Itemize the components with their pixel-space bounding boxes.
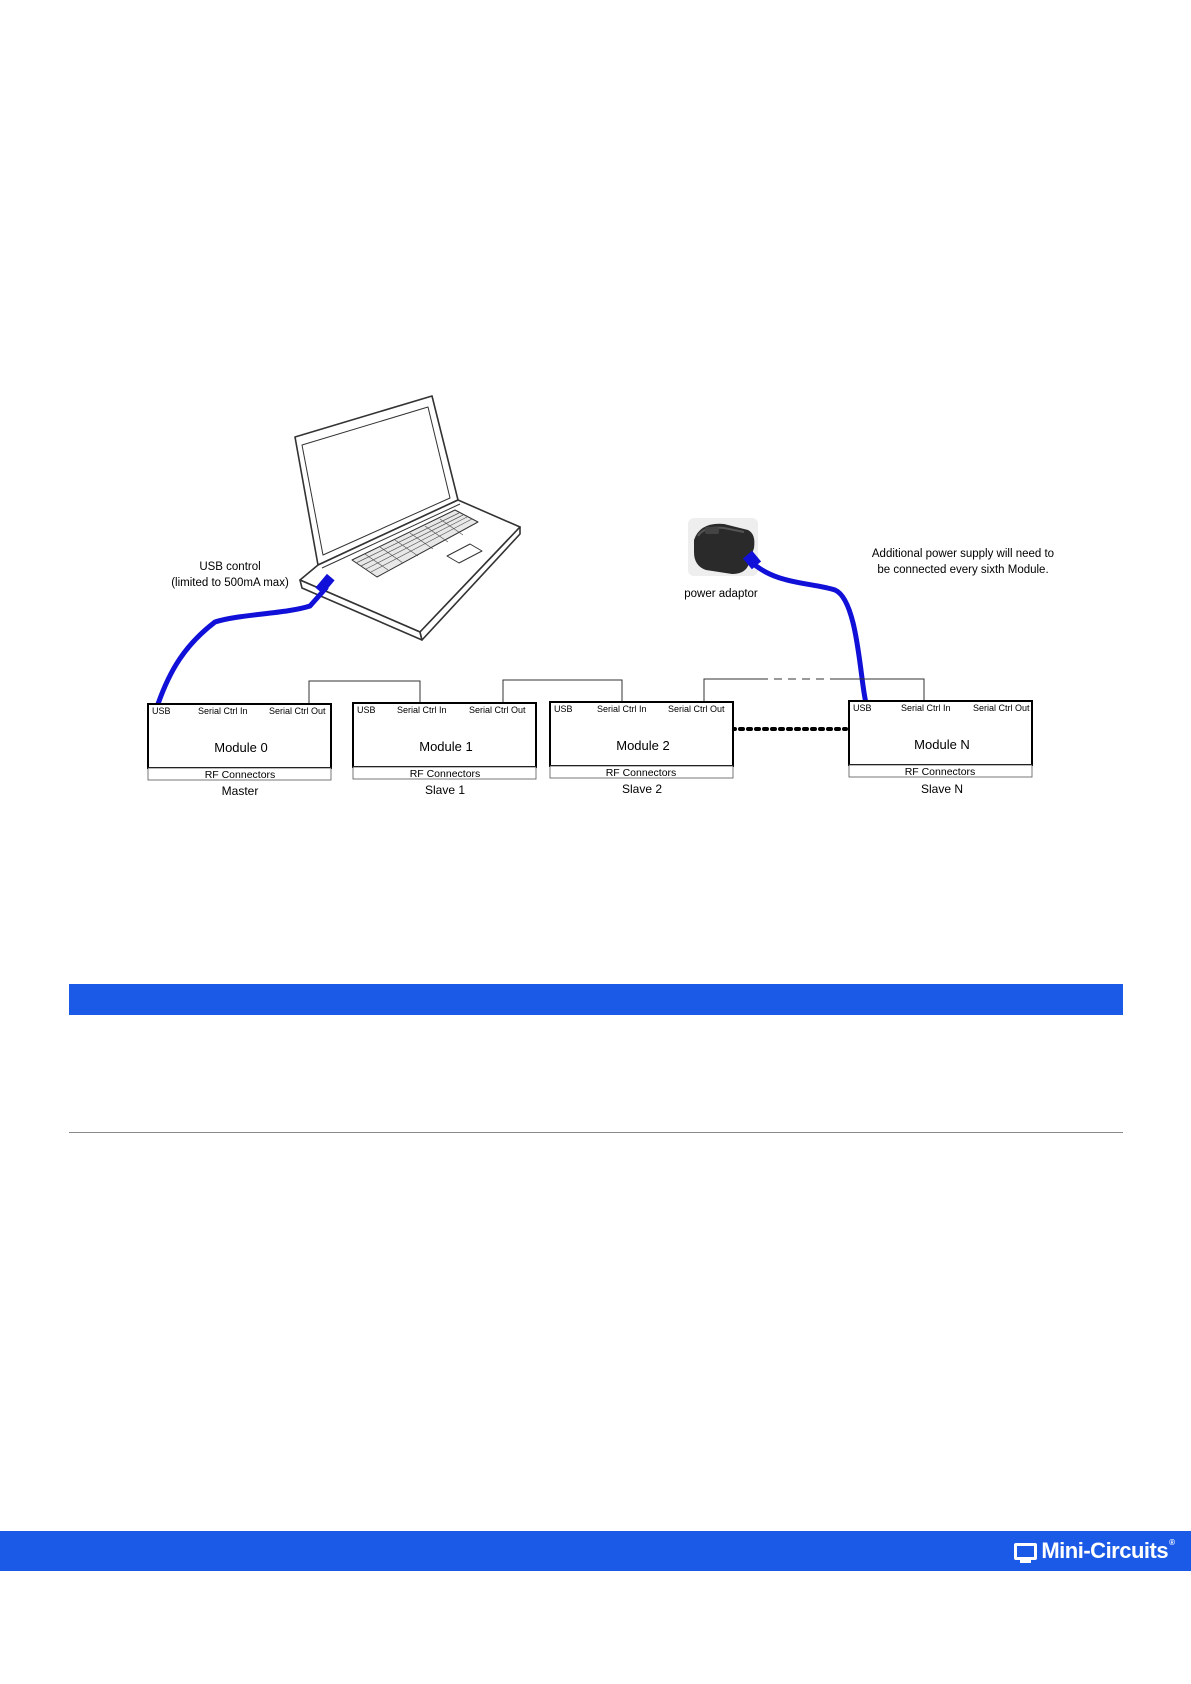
mini-circuits-logo: Mini-Circuits ®: [1014, 1538, 1175, 1564]
module-rf-label: RF Connectors: [205, 769, 276, 781]
module-serial-in-label: Serial Ctrl In: [198, 706, 248, 716]
module-serial-out-label: Serial Ctrl Out: [269, 706, 326, 716]
logo-brand-text: Mini-Circuits: [1041, 1538, 1169, 1563]
module-role-label: Master: [222, 784, 259, 798]
module-serial-in-label: Serial Ctrl In: [597, 704, 647, 714]
module-rf-label: RF Connectors: [905, 766, 976, 778]
module-0: USB Serial Ctrl In Serial Ctrl Out Modul…: [147, 703, 332, 798]
laptop-icon: [294, 395, 521, 641]
section-divider: [69, 1132, 1123, 1133]
daisy-chain-diagram: USB Serial Ctrl In Serial Ctrl Out Modul…: [147, 395, 1054, 798]
module-role-label: Slave 2: [622, 782, 662, 796]
power-adaptor-icon: [688, 518, 758, 576]
section-header-bar: [69, 984, 1123, 1015]
module-usb-label: USB: [357, 705, 376, 715]
module-2: USB Serial Ctrl In Serial Ctrl Out Modul…: [549, 701, 734, 796]
serial-links: [308, 678, 925, 704]
module-usb-label: USB: [853, 703, 872, 713]
module-name: Module N: [914, 737, 970, 752]
module-role-label: Slave 1: [425, 783, 465, 797]
module-serial-in-label: Serial Ctrl In: [901, 703, 951, 713]
usb-cable-laptop: [155, 573, 335, 707]
module-1: USB Serial Ctrl In Serial Ctrl Out Modul…: [352, 702, 537, 797]
usb-control-limit-label: (limited to 500mA max): [171, 577, 289, 589]
module-serial-in-label: Serial Ctrl In: [397, 705, 447, 715]
module-usb-label: USB: [152, 706, 171, 716]
module-rf-label: RF Connectors: [410, 768, 481, 780]
power-note-line1: Additional power supply will need to: [872, 548, 1054, 560]
module-n: USB Serial Ctrl In Serial Ctrl Out Modul…: [848, 700, 1033, 796]
module-serial-out-label: Serial Ctrl Out: [973, 703, 1030, 713]
power-adaptor-label: power adaptor: [684, 588, 758, 600]
logo-trademark: ®: [1169, 1538, 1175, 1547]
module-name: Module 0: [214, 740, 267, 755]
module-serial-out-label: Serial Ctrl Out: [469, 705, 526, 715]
usb-cable-power: [742, 550, 869, 706]
module-rf-label: RF Connectors: [606, 767, 677, 779]
module-serial-out-label: Serial Ctrl Out: [668, 704, 725, 714]
logo-mark-icon: [1014, 1542, 1038, 1563]
module-name: Module 2: [616, 738, 669, 753]
power-note-line2: be connected every sixth Module.: [877, 564, 1048, 576]
footer-bar: Mini-Circuits ®: [0, 1531, 1191, 1571]
module-name: Module 1: [419, 739, 472, 754]
module-role-label: Slave N: [921, 782, 963, 796]
module-usb-label: USB: [554, 704, 573, 714]
usb-control-label: USB control: [199, 561, 260, 573]
